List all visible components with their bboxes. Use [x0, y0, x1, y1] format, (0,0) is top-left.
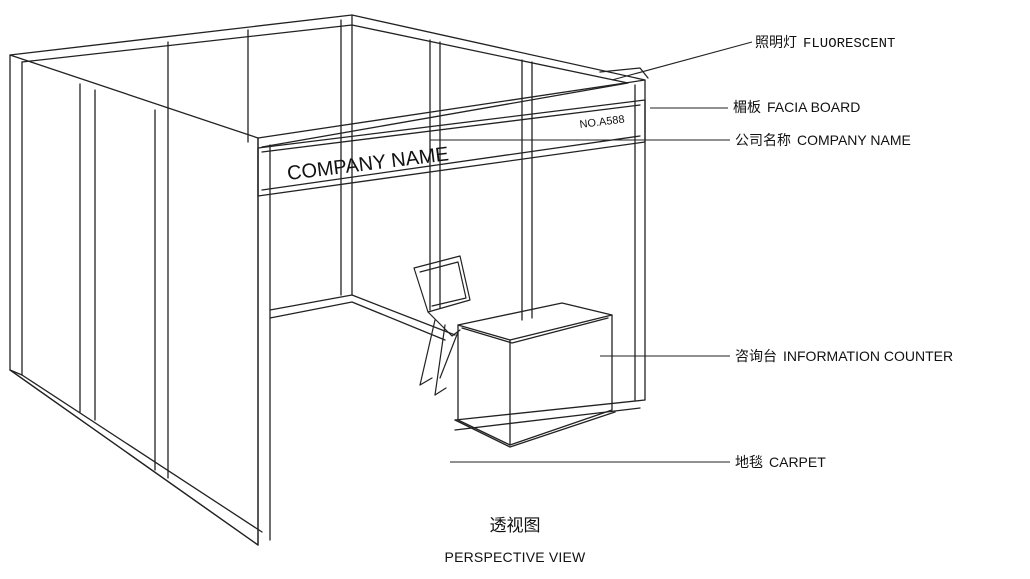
fascia-company-name: COMPANY NAME [286, 143, 450, 185]
label-carpet-zh: 地毯 [735, 455, 763, 471]
label-fluorescent: 照明灯 FLUORESCENT [755, 35, 895, 52]
leader-fluorescent [611, 41, 753, 81]
label-company-en: COMPANY NAME [797, 132, 911, 148]
caption-english: PERSPECTIVE VIEW [444, 549, 586, 565]
label-information-counter: 咨询台 INFORMATION COUNTER [735, 348, 953, 365]
top-frame [9, 14, 646, 139]
label-facia-zh: 楣板 [733, 100, 761, 116]
fluorescent-fixture [599, 67, 649, 79]
label-carpet: 地毯 CARPET [735, 454, 826, 471]
floor-line [269, 294, 456, 336]
caption-chinese: 透视图 [489, 516, 541, 536]
booth-number: NO.A588 [579, 114, 625, 131]
label-fluorescent-zh: 照明灯 [755, 35, 797, 51]
information-counter [454, 302, 616, 448]
label-company-zh: 公司名称 [735, 133, 791, 149]
label-counter-zh: 咨询台 [735, 349, 777, 365]
label-counter-en: INFORMATION COUNTER [783, 348, 954, 364]
left-wall [9, 54, 259, 546]
label-carpet-en: CARPET [769, 454, 826, 470]
label-facia-board: 楣板 FACIA BOARD [733, 99, 860, 116]
chair [413, 255, 471, 396]
back-wall [340, 14, 353, 296]
label-fluorescent-en: FLUORESCENT [803, 36, 896, 52]
label-company-name: 公司名称 COMPANY NAME [735, 132, 911, 149]
front-post [257, 137, 271, 546]
label-facia-en: FACIA BOARD [767, 99, 861, 115]
